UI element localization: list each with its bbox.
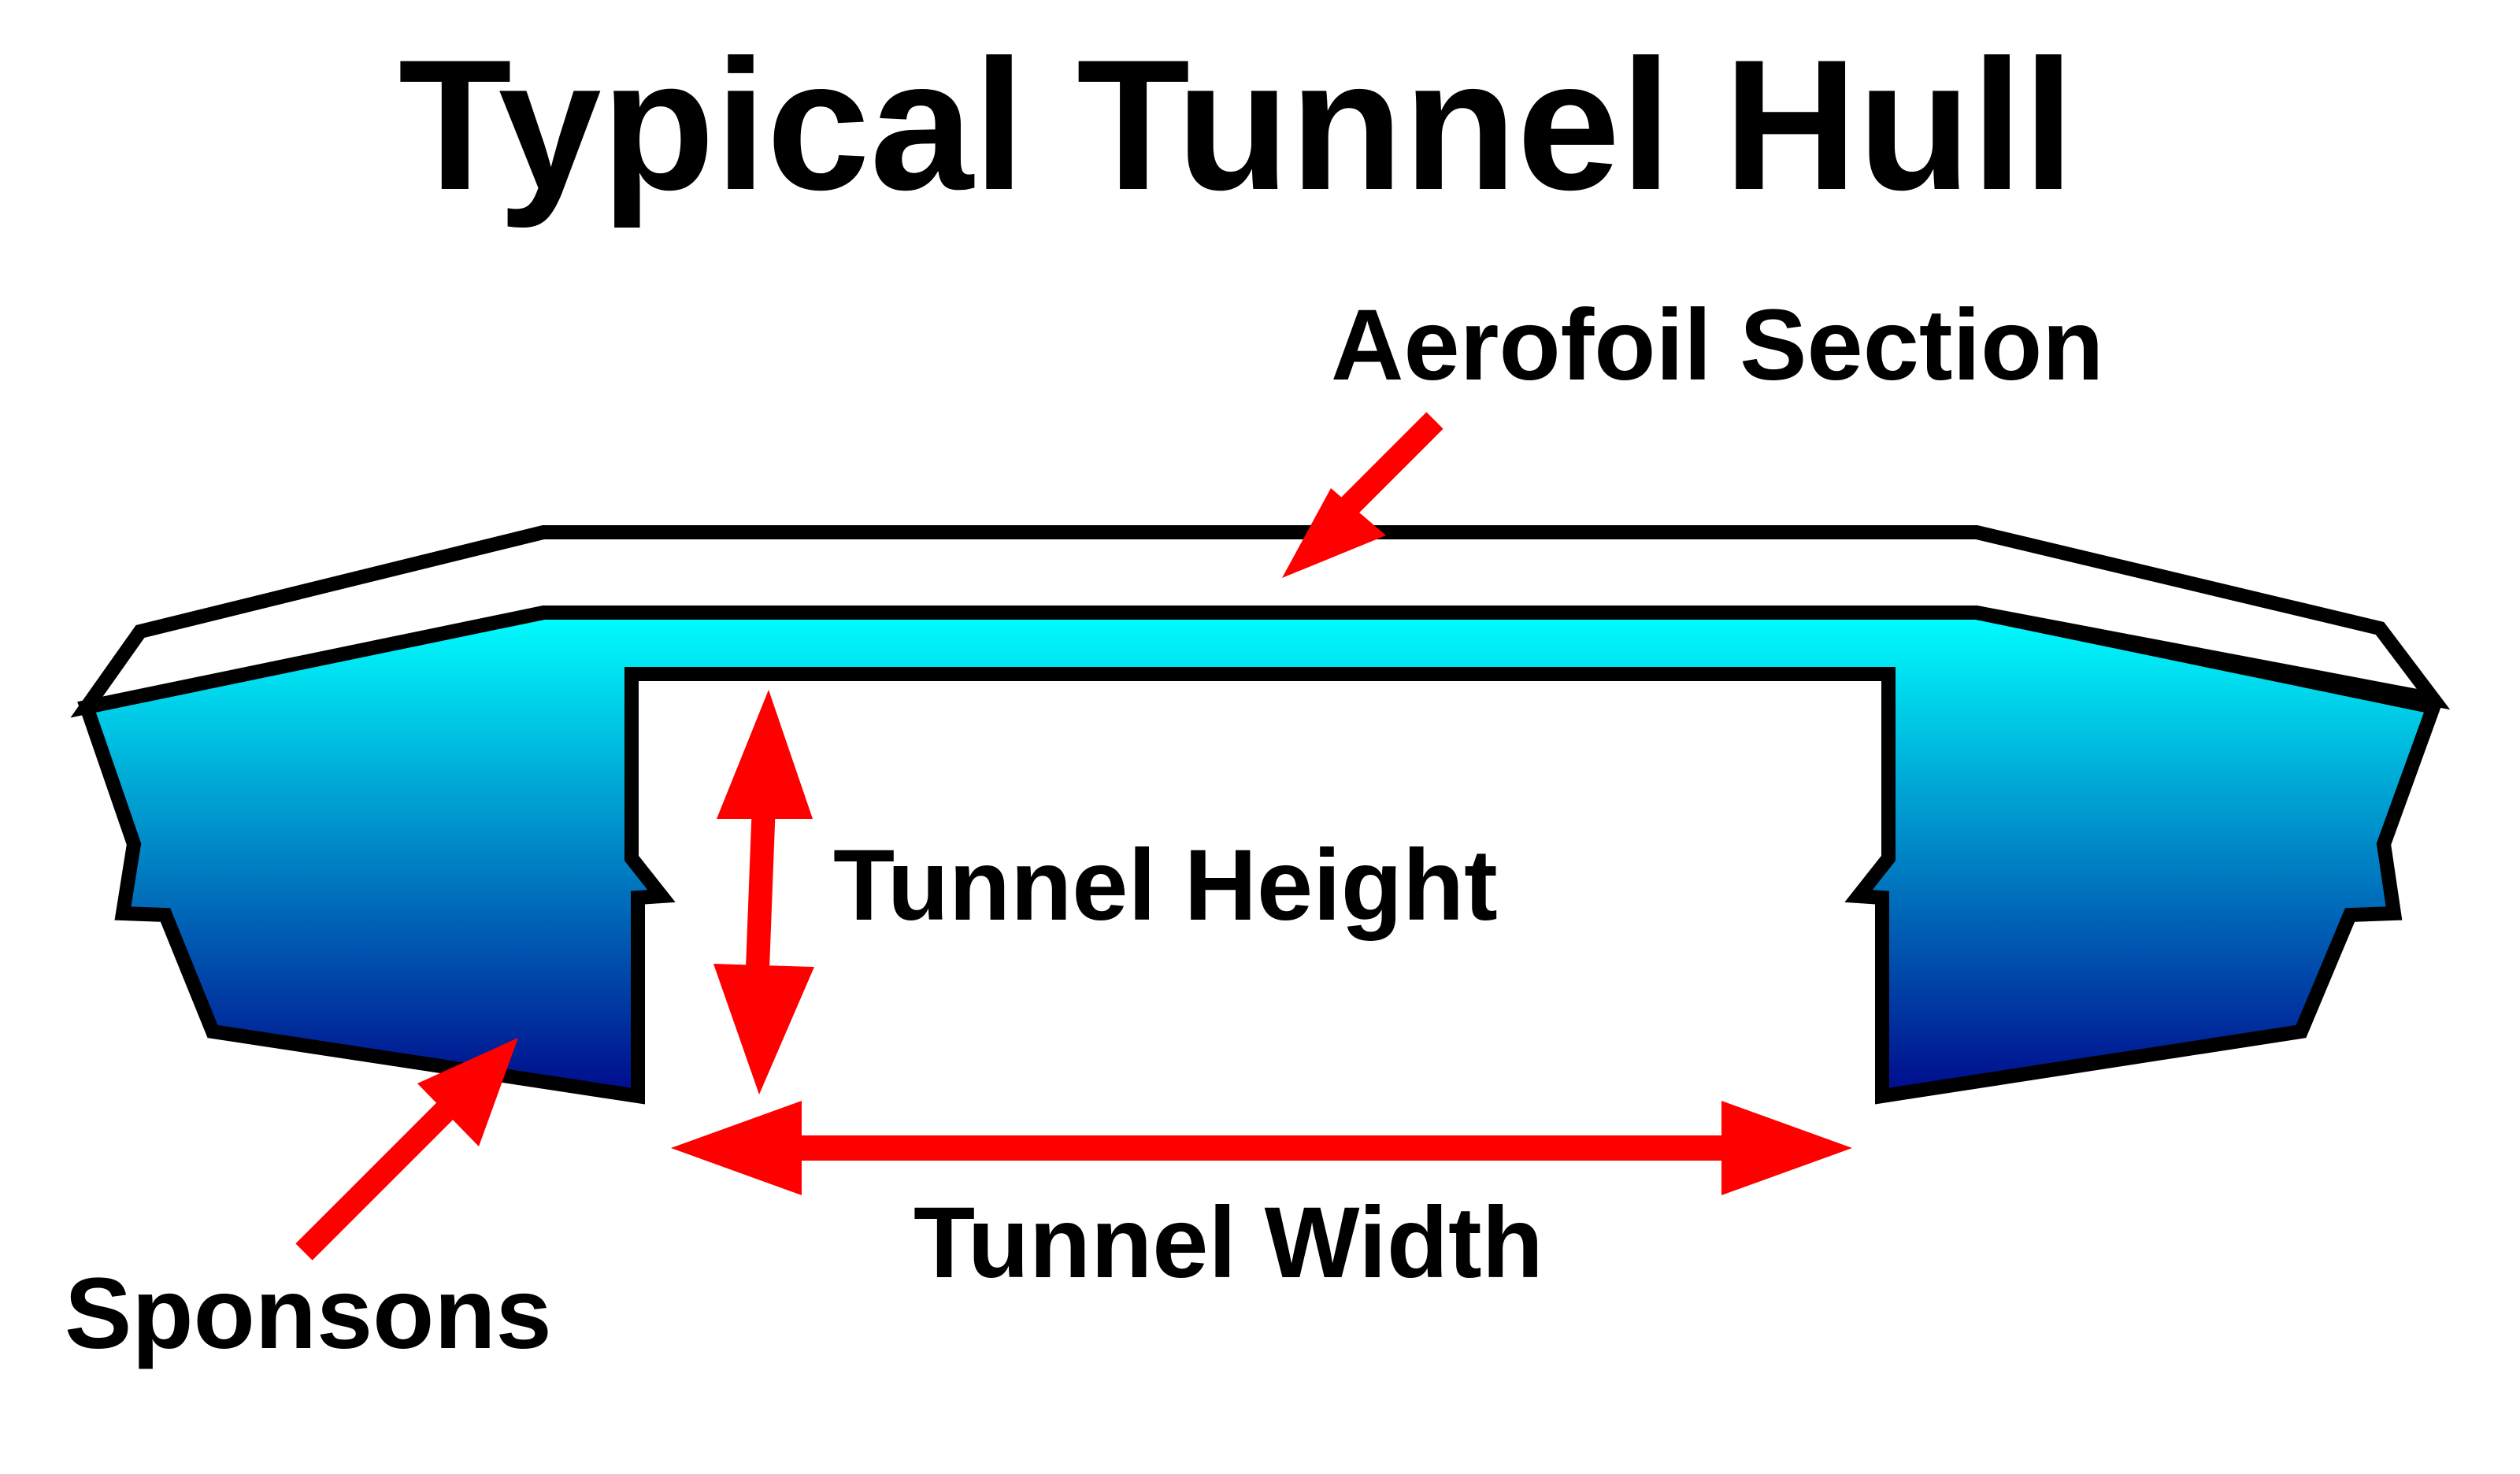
tunnel-height-label: Tunnel Height (833, 829, 1498, 942)
aerofoil-section-deck (70, 525, 2451, 718)
aerofoil-arrow (1282, 412, 1443, 578)
sponsons-label: Sponsons (65, 1257, 552, 1370)
tunnel-width-arrow (671, 1101, 1852, 1195)
tunnel-width-label: Tunnel Width (914, 1187, 1544, 1299)
tunnel-height-arrow (713, 690, 814, 1094)
sponsons-arrow (295, 1038, 518, 1261)
aerofoil-section-label: Aerofoil Section (1331, 289, 2103, 402)
page-title: Typical Tunnel Hull (398, 21, 2075, 229)
